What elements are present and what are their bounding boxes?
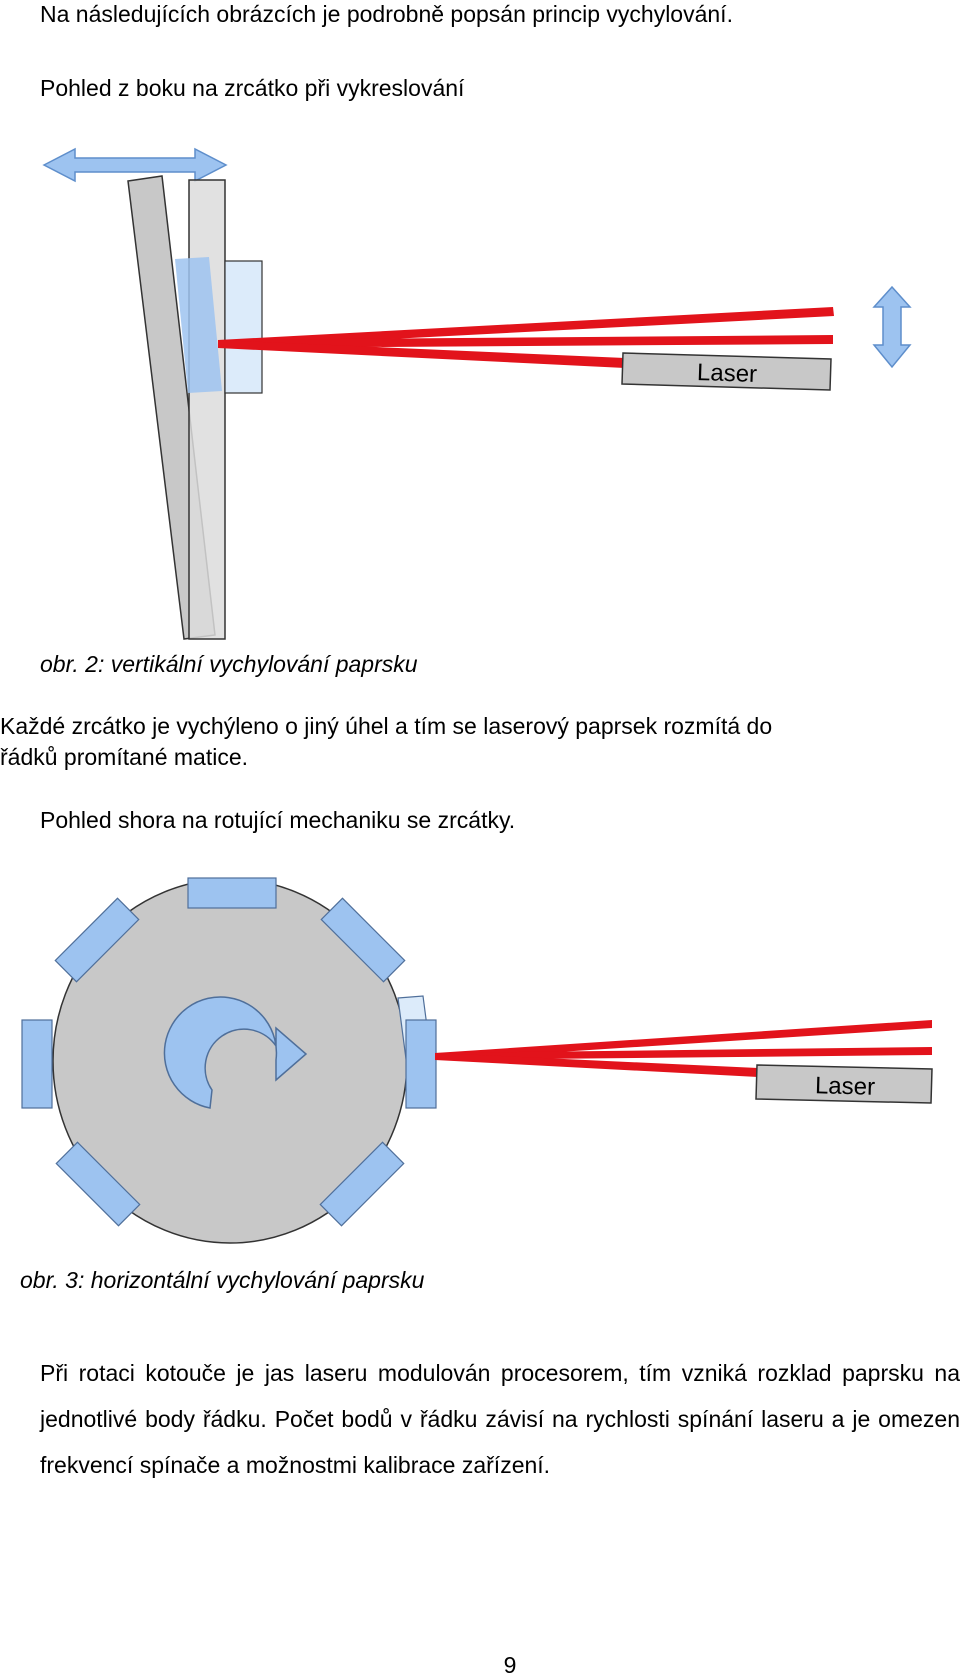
- top-view-heading: Pohled shora na rotující mechaniku se zr…: [40, 807, 516, 833]
- mirror-bottom-right: [319, 1141, 405, 1227]
- figure2-caption: obr. 3: horizontální vychylování paprsku: [20, 1267, 425, 1293]
- rotation-arrow-icon: [163, 996, 308, 1109]
- mirror-top-right: [320, 897, 406, 983]
- laser-beam-middle: [435, 1047, 932, 1060]
- mirror-right: [405, 1019, 437, 1109]
- figure-vertical-deflection: Laser: [42, 147, 912, 640]
- page-number: 9: [503, 1652, 517, 1678]
- mirror-top-left: [54, 897, 140, 983]
- mirror-upright: [188, 179, 226, 640]
- laser-label: Laser: [697, 359, 758, 388]
- double-arrow-horizontal-icon: [42, 147, 228, 183]
- figure1-caption: obr. 2: vertikální vychylování paprsku: [40, 651, 418, 677]
- laser-beam-middle: [218, 335, 833, 348]
- figure-horizontal-deflection: Laser: [21, 877, 933, 1244]
- paragraph-rotation: Při rotaci kotouče je jas laseru modulov…: [40, 1360, 960, 1478]
- laser-beam-upper: [435, 1020, 932, 1060]
- laser-beam-upper: [218, 307, 834, 348]
- side-view-heading: Pohled z boku na zrcátko při vykreslován…: [40, 75, 465, 101]
- mirror-glass-light: [224, 260, 263, 394]
- laser-beam-lower: [218, 340, 625, 368]
- mirror-glass-blue: [175, 257, 222, 393]
- laser-device: [621, 352, 832, 391]
- mirror-left: [21, 1019, 53, 1109]
- laser-label: Laser: [815, 1072, 876, 1101]
- paragraph-mirrors-line1: Každé zrcátko je vychýleno o jiný úhel a…: [0, 713, 773, 739]
- paragraph-mirrors-line2: řádků promítané matice.: [0, 744, 249, 770]
- intro-text: Na následujících obrázcích je podrobně p…: [40, 1, 733, 27]
- mirror-top: [187, 877, 277, 909]
- double-arrow-vertical-icon: [872, 285, 912, 369]
- laser-device: [755, 1064, 933, 1104]
- mirror-bottom-left: [55, 1141, 141, 1227]
- laser-beam-lower: [435, 1053, 758, 1077]
